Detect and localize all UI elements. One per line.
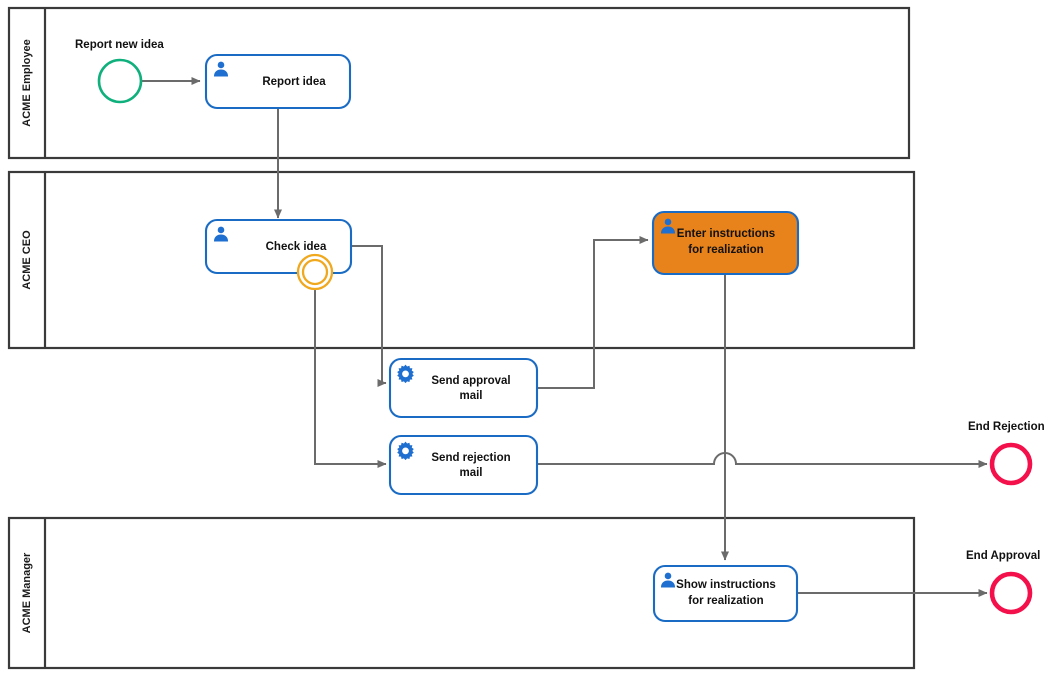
end-event-approval-label: End Approval bbox=[966, 550, 1040, 562]
start-event-label: Report new idea bbox=[75, 39, 164, 51]
task-enter-instructions-box bbox=[651, 210, 800, 276]
task-report-idea-box bbox=[204, 53, 352, 110]
task-show-instructions-line2: for realization bbox=[688, 595, 763, 607]
flow-check-idea-to-send-approval-mail bbox=[351, 245, 387, 387]
lane-employee-box bbox=[7, 6, 911, 160]
end-event-rejection-label: End Rejection bbox=[968, 421, 1045, 433]
task-send-approval-mail-line1: Send approval bbox=[431, 375, 510, 387]
flow-send-approval-mail-to-enter-instructions bbox=[537, 236, 649, 389]
boundary-event-check-idea[interactable] bbox=[296, 253, 334, 291]
lane-employee[interactable]: ACME Employee bbox=[7, 6, 911, 160]
end-event-approval[interactable] bbox=[989, 571, 1033, 615]
task-send-rejection-mail-line2: mail bbox=[459, 467, 482, 479]
task-send-rejection-mail-line1: Send rejection bbox=[431, 452, 510, 464]
task-enter-instructions-line2: for realization bbox=[688, 244, 763, 256]
task-show-instructions-line1: Show instructions bbox=[676, 579, 776, 591]
task-report-idea[interactable]: Report idea bbox=[204, 53, 352, 110]
lane-employee-label: ACME Employee bbox=[21, 39, 33, 126]
flow-send-rejection-mail-to-end-rejection bbox=[537, 452, 988, 468]
flow-boundary-to-send-rejection-mail bbox=[314, 290, 387, 468]
end-event-rejection-circle bbox=[989, 442, 1033, 486]
start-event-report-new-idea[interactable] bbox=[97, 58, 143, 104]
end-event-rejection[interactable] bbox=[989, 442, 1033, 486]
task-check-idea-label: Check idea bbox=[266, 241, 327, 253]
task-send-rejection-mail[interactable]: Send rejection mail bbox=[388, 434, 539, 496]
lane-manager[interactable]: ACME Manager bbox=[7, 516, 916, 670]
boundary-event-inner-circle bbox=[301, 258, 329, 286]
task-send-approval-mail-line2: mail bbox=[459, 390, 482, 402]
task-show-instructions[interactable]: Show instructions for realization bbox=[652, 564, 799, 623]
task-enter-instructions-line1: Enter instructions bbox=[677, 228, 775, 240]
task-send-approval-mail[interactable]: Send approval mail bbox=[388, 357, 539, 419]
lane-manager-label: ACME Manager bbox=[21, 552, 33, 633]
start-event-circle bbox=[97, 58, 143, 104]
task-send-approval-mail-box bbox=[388, 357, 539, 419]
end-event-approval-circle bbox=[989, 571, 1033, 615]
task-report-idea-label: Report idea bbox=[262, 76, 326, 88]
lane-ceo-label: ACME CEO bbox=[21, 230, 33, 290]
task-enter-instructions[interactable]: Enter instructions for realization bbox=[651, 210, 800, 276]
task-show-instructions-box bbox=[652, 564, 799, 623]
task-send-rejection-mail-box bbox=[388, 434, 539, 496]
